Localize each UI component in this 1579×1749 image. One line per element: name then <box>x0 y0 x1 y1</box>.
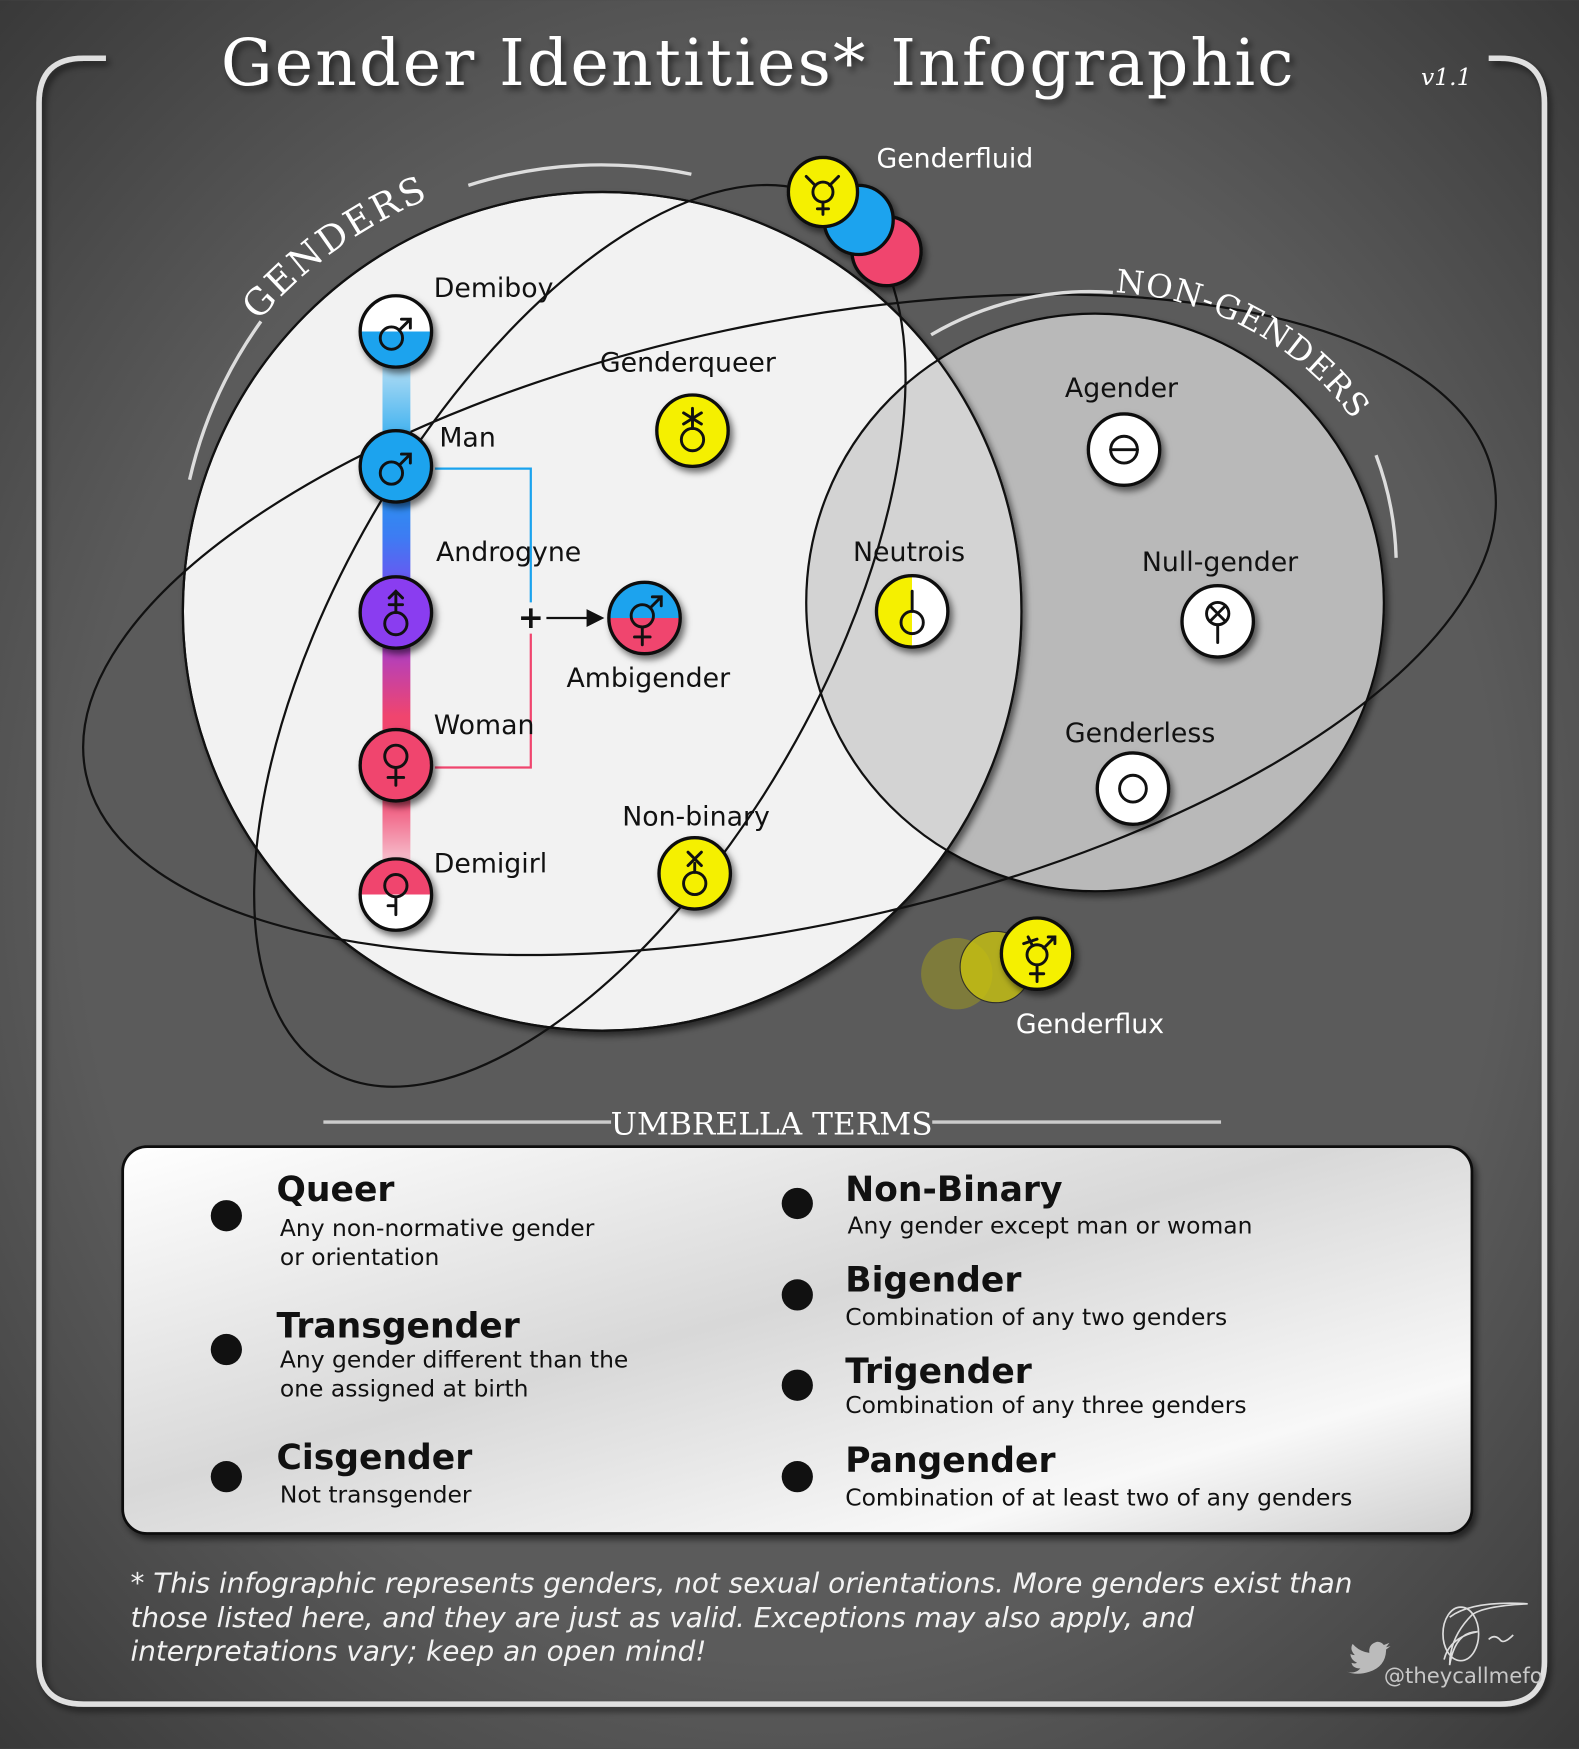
page-title: Gender Identities* Infographic <box>221 26 1296 101</box>
umbrella-term: Queer Any non-normative gender or orient… <box>210 1170 595 1271</box>
bullet-icon <box>781 1279 813 1311</box>
demiboy-label: Demiboy <box>434 273 554 304</box>
umbrella-term: Pangender Combination of at least two of… <box>781 1441 1352 1512</box>
term-title: Bigender <box>845 1261 1021 1301</box>
term-desc: Any non-normative gender <box>280 1214 595 1242</box>
genderless-symbol-icon[interactable] <box>1095 751 1171 826</box>
term-title: Queer <box>277 1170 395 1210</box>
term-title: Non-Binary <box>845 1170 1062 1210</box>
umbrella-term: Trigender Combination of any three gende… <box>781 1352 1247 1419</box>
term-desc: one assigned at birth <box>280 1374 529 1402</box>
male-symbol-icon[interactable] <box>358 429 434 504</box>
genderflux-symbol-icon[interactable] <box>921 916 1075 1010</box>
term-desc: Combination of any three genders <box>845 1391 1246 1419</box>
footnote-line: those listed here, and they are just as … <box>130 1601 1194 1634</box>
man-label: Man <box>439 422 495 453</box>
footnote-line: * This infographic represents genders, n… <box>130 1567 1352 1600</box>
bullet-icon <box>210 1333 242 1366</box>
woman-connector <box>434 633 532 769</box>
bullet-icon <box>781 1187 813 1220</box>
bullet-icon <box>210 1461 242 1493</box>
genderflux-label: Genderflux <box>1016 1009 1164 1040</box>
term-title: Trigender <box>845 1352 1032 1392</box>
term-desc: Not transgender <box>280 1480 472 1508</box>
genderqueer-symbol-icon[interactable] <box>655 393 730 469</box>
bullet-icon <box>781 1369 813 1401</box>
ambigender-symbol-icon[interactable] <box>607 580 682 656</box>
female-symbol-icon[interactable] <box>358 727 434 803</box>
twitter-icon[interactable] <box>1344 1641 1391 1674</box>
androgyne-label: Androgyne <box>436 537 581 568</box>
man-connector <box>434 467 532 603</box>
umbrella-terms-box <box>121 1145 1474 1535</box>
term-desc: Any gender different than the <box>280 1345 628 1373</box>
genderless-label: Genderless <box>1065 718 1215 749</box>
term-desc: or orientation <box>280 1243 439 1271</box>
term-desc: Any gender except man or woman <box>847 1212 1252 1240</box>
neutrois-label: Neutrois <box>853 537 965 568</box>
woman-label: Woman <box>434 710 535 741</box>
demigirl-symbol-icon[interactable] <box>358 857 434 932</box>
genderqueer-label: Genderqueer <box>600 348 776 379</box>
term-title: Transgender <box>277 1306 520 1346</box>
non-binary-label: Non-binary <box>622 801 770 832</box>
umbrella-term: Transgender Any gender different than th… <box>210 1306 628 1402</box>
genderfluid-label: Genderfluid <box>876 144 1033 175</box>
term-desc: Combination of at least two of any gende… <box>845 1484 1352 1512</box>
null-gender-label: Null-gender <box>1142 547 1298 578</box>
demigirl-label: Demigirl <box>434 848 547 879</box>
demiboy-symbol-icon[interactable] <box>358 294 434 369</box>
bullet-icon <box>210 1200 242 1232</box>
bullet-icon <box>781 1461 813 1493</box>
twitter-handle[interactable]: @theycallmefo <box>1384 1663 1543 1688</box>
footnote-line: interpretations vary; keep an open mind! <box>130 1635 706 1668</box>
genderfluid-symbol-icon[interactable] <box>786 155 923 288</box>
umbrella-term: Non-Binary Any gender except man or woma… <box>781 1170 1252 1240</box>
umbrella-term: Cisgender Not transgender <box>210 1438 473 1508</box>
term-title: Pangender <box>845 1441 1055 1481</box>
agender-label: Agender <box>1065 373 1178 404</box>
umbrella-term: Bigender Combination of any two genders <box>781 1261 1227 1331</box>
null-gender-symbol-icon[interactable] <box>1180 584 1256 659</box>
genderflux-orbit <box>82 293 1497 957</box>
term-title: Cisgender <box>277 1438 473 1478</box>
venn-intersection <box>805 312 1022 893</box>
frame-border <box>36 55 1548 1707</box>
umbrella-heading: UMBRELLA TERMS <box>611 1106 933 1142</box>
term-desc: Combination of any two genders <box>845 1303 1227 1331</box>
version-label: v1.1 <box>1421 63 1471 91</box>
plus-icon: + <box>518 600 544 636</box>
signature-logo <box>1442 1602 1528 1666</box>
ambigender-label: Ambigender <box>566 663 730 694</box>
